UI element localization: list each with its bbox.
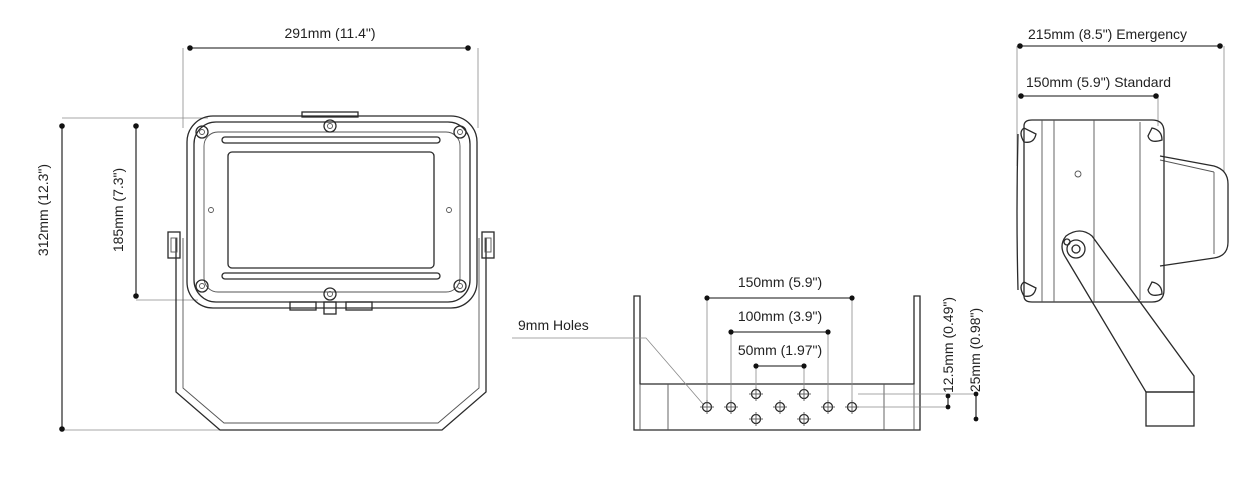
span-50-label: 50mm (1.97") [738,342,822,358]
holes-label: 9mm Holes [518,317,589,333]
span-100-label: 100mm (3.9") [738,308,822,324]
front-inner-height-label: 185mm (7.3") [110,168,126,252]
side-view: 215mm (8.5") Emergency 150mm (5.9") Stan… [1016,26,1229,427]
front-height-label: 312mm (12.3") [35,164,51,256]
emergency-label: 215mm (8.5") Emergency [1028,26,1187,42]
side-arm [1061,230,1195,393]
front-width-label: 291mm (11.4") [284,25,375,41]
bracket-holes [700,387,859,426]
emergency-box [1159,155,1229,267]
offset-25-label: 25mm (0.98") [967,308,983,392]
bracket-view: 9mm Holes 150mm (5.9") 100mm (3.9") 50mm… [512,274,983,431]
side-housing [1023,119,1165,303]
offset-12-5-label: 12.5mm (0.49") [940,297,956,393]
standard-label: 150mm (5.9") Standard [1026,74,1171,90]
front-view: 291mm (11.4") 312mm (12.3") 185mm (7.3") [35,25,495,432]
front-yoke [175,238,487,431]
span-150-label: 150mm (5.9") [738,274,822,290]
front-housing [186,115,478,309]
mounting-bracket [633,295,921,431]
front-lens [227,151,435,269]
